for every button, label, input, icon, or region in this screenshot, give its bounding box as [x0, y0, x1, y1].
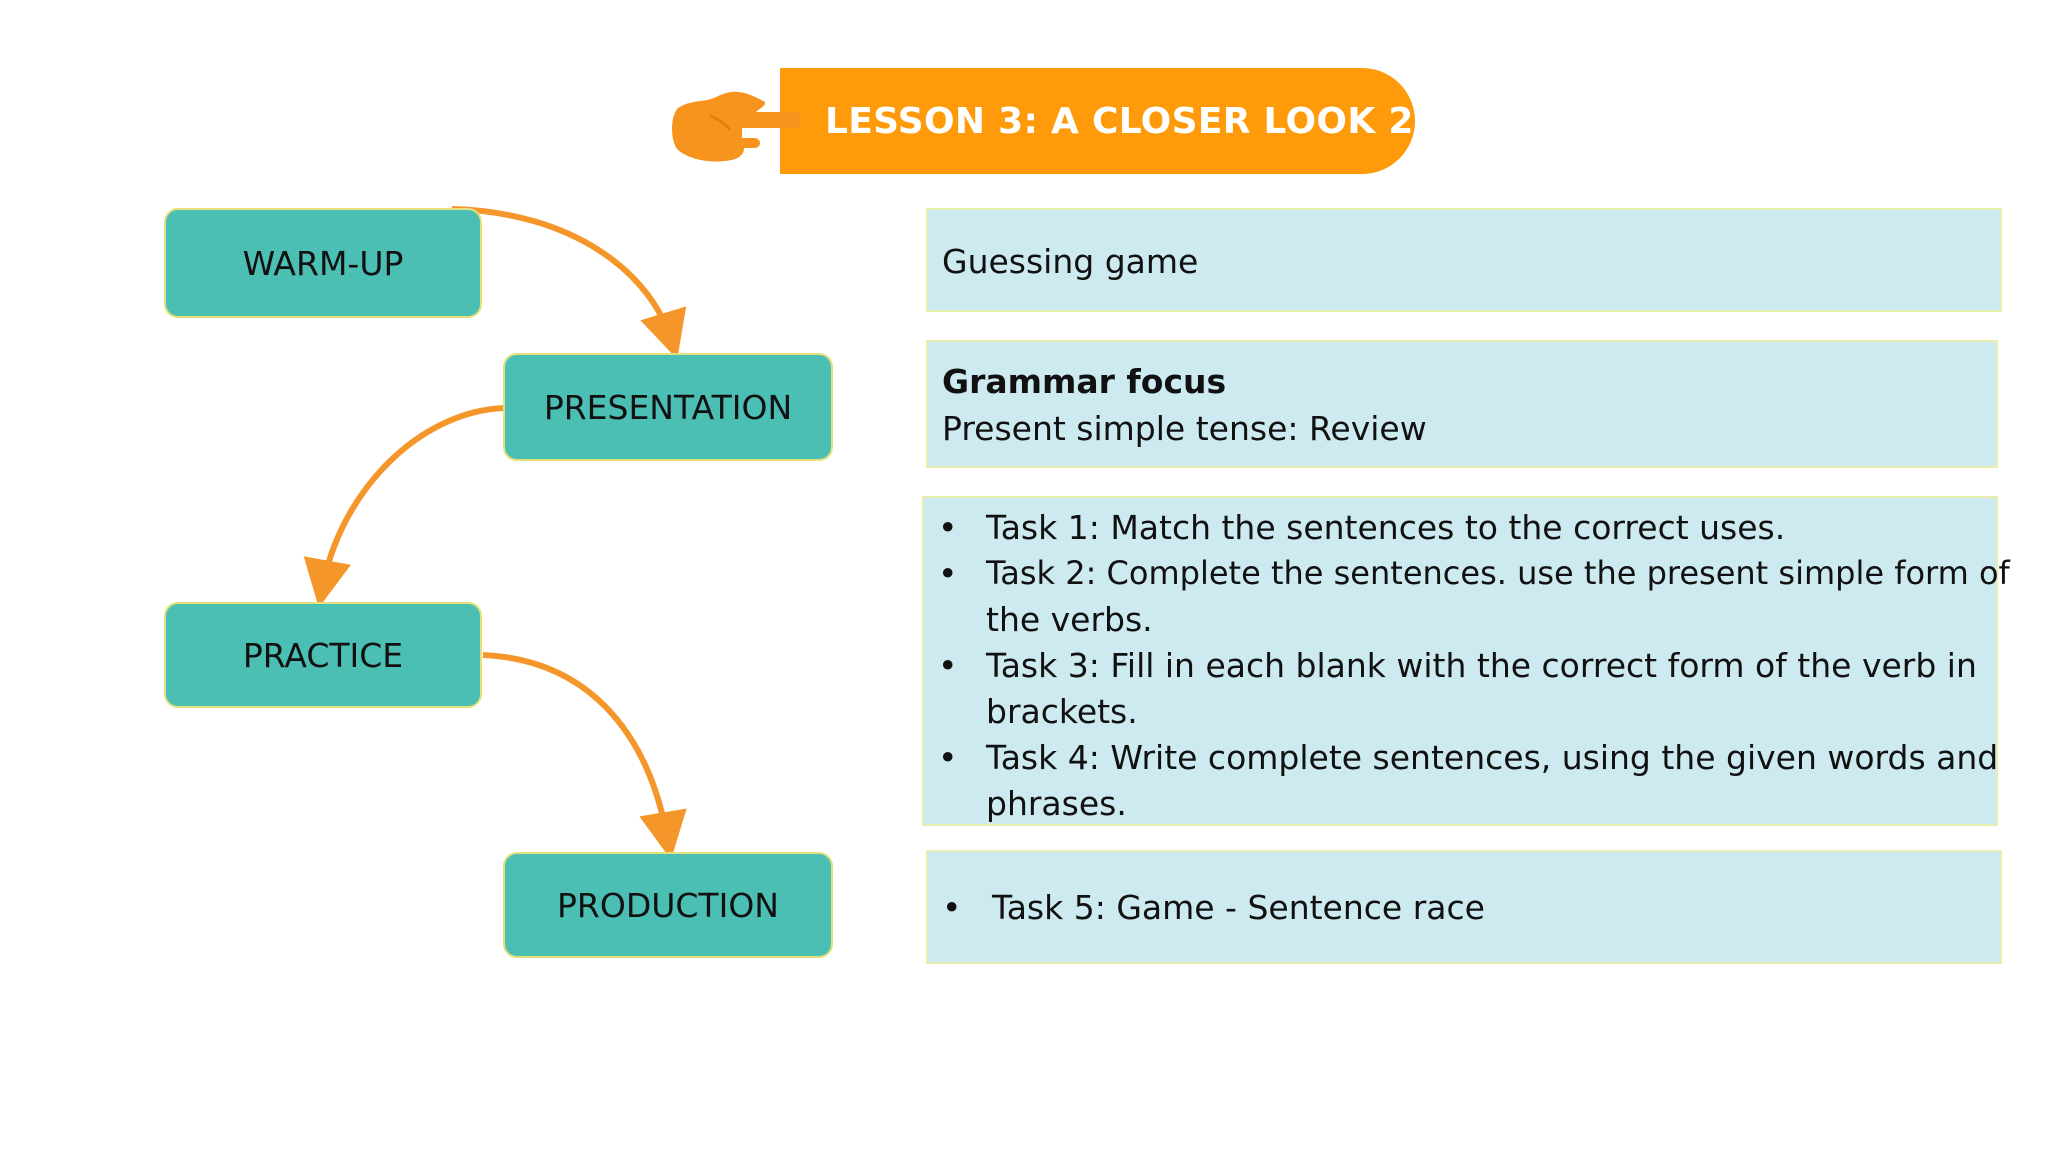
task-1-line: Task 1: Match the sentences to the corre… [986, 508, 1786, 547]
task-2-line-continued: the verbs. [986, 600, 1153, 639]
task-4-line-continued: phrases. [986, 784, 1127, 823]
stage-practice: PRACTICE [164, 602, 482, 708]
task-3-bullet: • [938, 646, 958, 685]
arrow-practice-to-production [482, 652, 687, 860]
stage-warm-up: WARM-UP [164, 208, 482, 318]
grammar-focus-heading: Grammar focus [942, 362, 1227, 401]
arrow-presentation-to-practice [303, 405, 504, 608]
stage-practice-label: PRACTICE [242, 635, 404, 675]
stage-production-label: PRODUCTION [557, 885, 779, 925]
task-5-bullet: • [942, 888, 962, 927]
panel-production: • Task 5: Game - Sentence race [926, 850, 2002, 964]
stage-warm-up-label: WARM-UP [242, 243, 404, 283]
panel-presentation: Grammar focus Present simple tense: Revi… [926, 340, 1998, 468]
grammar-focus-text: Present simple tense: Review [942, 409, 1427, 448]
pointing-hand-icon [672, 91, 802, 162]
task-4-line: Task 4: Write complete sentences, using … [986, 738, 1999, 777]
arrow-warmup-to-presentation [451, 206, 687, 360]
task-3-line-continued: brackets. [986, 692, 1138, 731]
panel-practice: • Task 1: Match the sentences to the cor… [922, 496, 2010, 826]
task-5-line: Task 5: Game - Sentence race [992, 888, 1485, 927]
stage-presentation: PRESENTATION [503, 353, 833, 461]
warm-up-activity: Guessing game [942, 242, 1199, 281]
stage-production: PRODUCTION [503, 852, 833, 958]
task-2-line: Task 2: Complete the sentences. use the … [986, 554, 2010, 592]
lesson-title: LESSON 3: A CLOSER LOOK 2 [825, 101, 1414, 142]
task-1-bullet: • [938, 508, 958, 547]
task-2-bullet: • [938, 554, 958, 593]
stage-presentation-label: PRESENTATION [543, 387, 793, 427]
task-4-bullet: • [938, 738, 958, 777]
panel-warm-up: Guessing game [926, 208, 2002, 312]
title-banner [780, 68, 1415, 174]
task-3-line: Task 3: Fill in each blank with the corr… [986, 646, 1977, 685]
